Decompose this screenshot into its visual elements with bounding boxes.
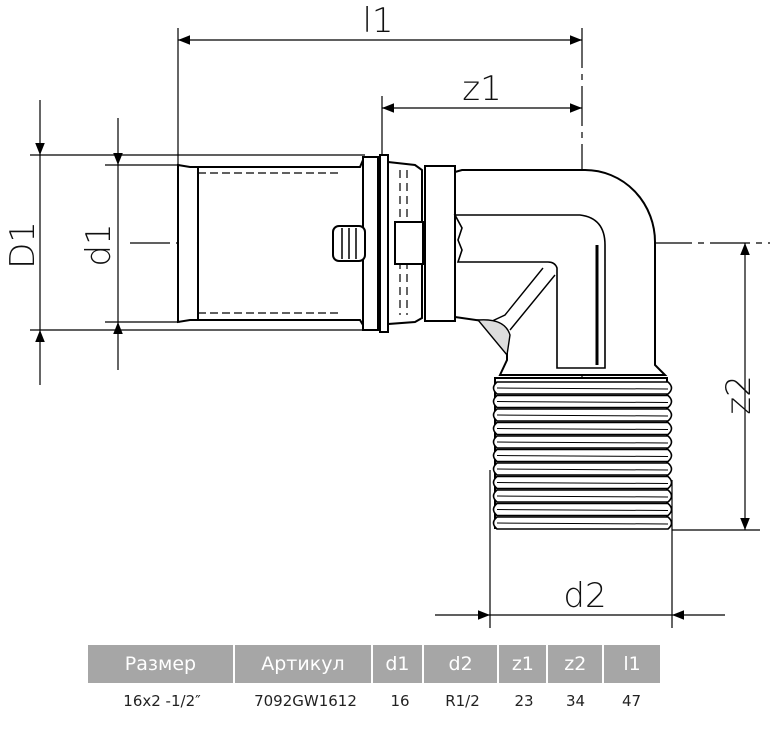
thread-line	[496, 509, 669, 511]
fitting-drawing: l1 z1 d2 D1 d1 z2	[3, 1, 770, 628]
thread-line	[496, 468, 669, 471]
press-fitting-elbow	[177, 154, 668, 376]
thread-line	[496, 441, 669, 444]
thread-line	[496, 428, 669, 430]
cell-d2: R1/2	[445, 692, 480, 710]
cell-z1: 23	[514, 692, 534, 710]
thread-line	[496, 495, 669, 498]
header-z2: z2	[548, 645, 605, 683]
thread-line	[496, 455, 669, 457]
thread-line	[496, 414, 669, 417]
thread-line	[496, 387, 669, 390]
thread-line	[496, 482, 669, 484]
header-d2: d2	[423, 645, 500, 683]
thread	[492, 377, 673, 530]
dim-label-d1: d1	[79, 223, 119, 266]
header-size: Размер	[88, 645, 235, 683]
cell-l1: 47	[621, 692, 642, 710]
spec-table: Размер Артикул d1 d2 z1 z2 l1 16x2 -1/2″…	[88, 645, 660, 719]
cell-size: 16x2 -1/2″	[123, 692, 201, 710]
thread-line	[496, 401, 669, 403]
table-header-row: Размер Артикул d1 d2 z1 z2 l1	[88, 645, 660, 683]
dim-label-z2: z2	[719, 375, 759, 414]
header-l1: l1	[604, 645, 660, 683]
cell-z2: 34	[565, 692, 586, 710]
cell-article: 7092GW1612	[254, 692, 357, 710]
dim-label-z1: z1	[462, 69, 501, 109]
cell-d1: 16	[390, 692, 410, 710]
header-z1: z1	[499, 645, 549, 683]
table-row: 16x2 -1/2″ 7092GW1612 16 R1/2 23 34 47	[88, 683, 660, 719]
dim-label-D1: D1	[3, 221, 43, 269]
thread-line	[496, 522, 669, 525]
dim-label-l1: l1	[362, 1, 393, 41]
header-article: Артикул	[234, 645, 373, 683]
header-d1: d1	[372, 645, 424, 683]
dim-label-d2: d2	[563, 576, 606, 616]
